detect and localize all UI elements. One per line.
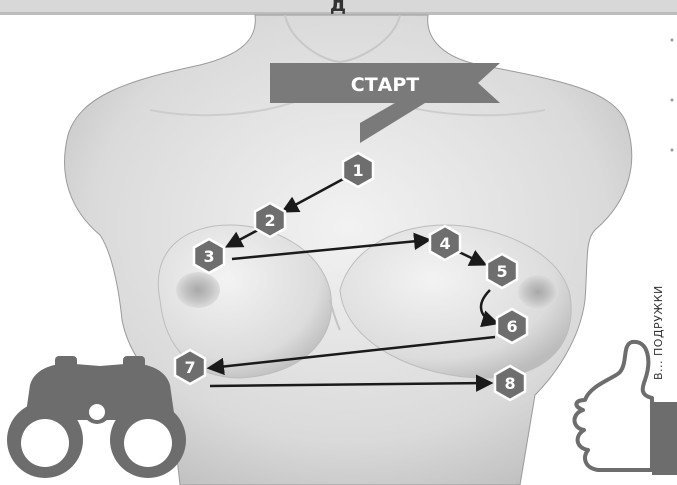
step-label-6: 6 (506, 317, 517, 336)
step-label-1: 1 (352, 161, 363, 180)
start-label: СТАРТ (351, 74, 420, 96)
step-marker-6: 6 (497, 309, 527, 343)
step-marker-7: 7 (175, 350, 205, 384)
step-label-8: 8 (504, 374, 515, 393)
step-label-5: 5 (496, 262, 507, 281)
binoculars-icon (7, 356, 186, 478)
step-label-3: 3 (203, 247, 214, 266)
step-marker-3: 3 (194, 239, 224, 273)
step-marker-4: 4 (430, 226, 460, 260)
step-marker-1: 1 (343, 153, 373, 187)
step-marker-8: 8 (495, 366, 525, 400)
side-caption: В... ПОДРУЖКИ (652, 190, 674, 380)
right-areola (518, 275, 558, 309)
left-areola (176, 272, 220, 308)
edge-decoration (671, 39, 674, 152)
step-label-7: 7 (184, 358, 195, 377)
header-title-fragment: д (330, 0, 346, 16)
step-label-2: 2 (264, 211, 275, 230)
step-label-4: 4 (439, 234, 450, 253)
step-marker-2: 2 (255, 203, 285, 237)
step-marker-5: 5 (487, 254, 517, 288)
